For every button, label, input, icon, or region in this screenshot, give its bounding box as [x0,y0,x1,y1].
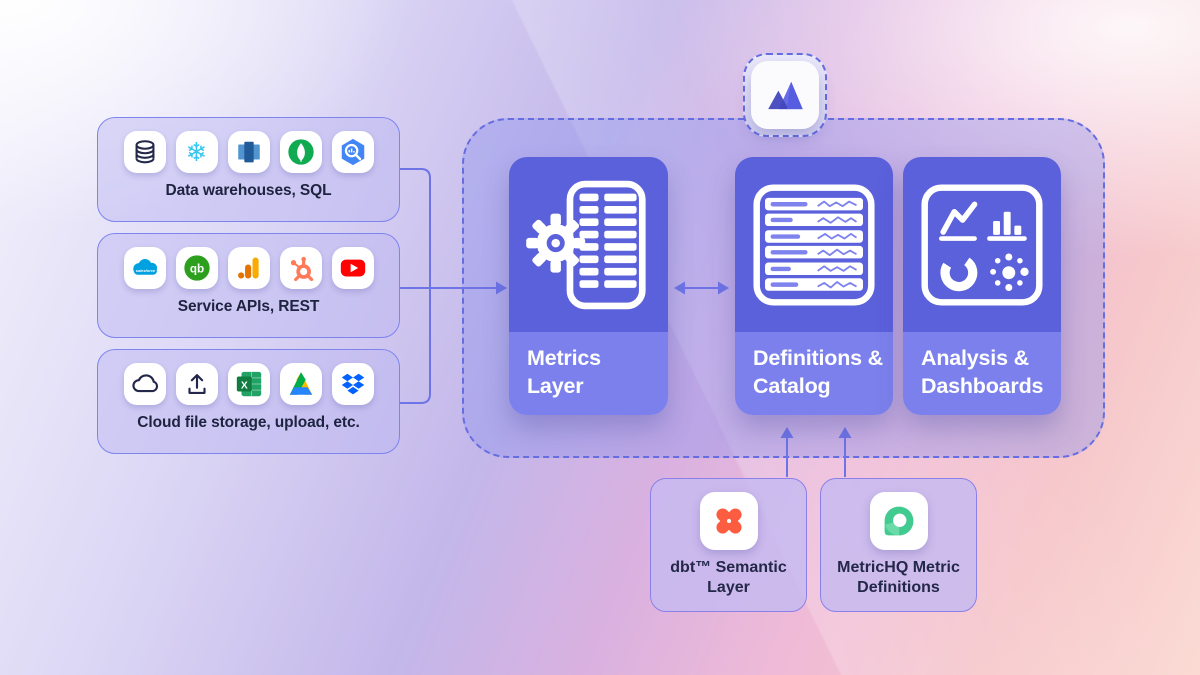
card-metrics-layer: Metrics Layer [509,157,668,415]
card-label: Definitions & Catalog [735,332,893,415]
svg-text:X: X [240,380,247,391]
charts-dashboard-icon [903,157,1061,332]
dbt-logo-icon [699,492,758,550]
integration-metrichq: MetricHQ Metric Definitions [820,478,977,612]
card-label: Analysis & Dashboards [903,332,1061,415]
source-label: Service APIs, REST [177,298,320,315]
icon-row: ❄ [123,131,374,173]
integration-dbt: dbt™ Semantic Layer [650,478,807,612]
google-analytics-icon [227,247,270,289]
integration-label: dbt™ Semantic Layer [670,559,787,596]
gear-metrics-document-icon [509,157,668,332]
source-box-cloud-storage: X Cloud file storage, upload, etc. [97,349,400,454]
metric-catalog-list-icon [735,157,893,332]
svg-text:salesforce: salesforce [135,268,155,273]
card-analysis-dashboards: Analysis & Dashboards [903,157,1061,415]
hubspot-icon [279,247,322,289]
metrichq-logo-icon [869,492,928,550]
source-box-service-apis: salesforce qb [97,233,400,338]
dropbox-icon [331,363,374,405]
quickbooks-icon: qb [175,247,218,289]
source-bus-line [400,168,431,404]
card-definitions-catalog: Definitions & Catalog [735,157,893,415]
upload-icon [175,363,218,405]
icon-row: salesforce qb [123,247,374,289]
google-drive-icon [279,363,322,405]
source-label: Cloud file storage, upload, etc. [137,414,360,431]
integration-label: MetricHQ Metric Definitions [837,559,960,596]
database-icon [123,131,166,173]
icon-row: X [123,363,374,405]
source-box-data-warehouses: ❄ Data warehouses, SQL [97,117,400,222]
youtube-icon [331,247,374,289]
platform-logo-frame [743,53,827,137]
svg-text:qb: qb [189,263,203,276]
salesforce-icon: salesforce [123,247,166,289]
bigquery-icon [331,131,374,173]
card-label: Metrics Layer [509,332,668,415]
redshift-icon [227,131,270,173]
snowflake-icon: ❄ [175,131,218,173]
source-label: Data warehouses, SQL [165,182,332,199]
mongodb-icon [279,131,322,173]
mountains-logo-icon [751,61,819,129]
excel-icon: X [227,363,270,405]
cloud-icon [123,363,166,405]
